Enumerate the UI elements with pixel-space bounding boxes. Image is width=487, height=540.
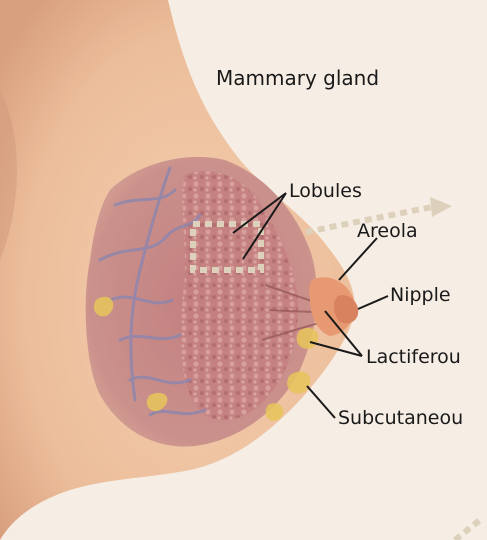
label-subcutaneous: Subcutaneou xyxy=(338,409,463,428)
label-lobules: Lobules xyxy=(289,182,362,201)
label-nipple: Nipple xyxy=(390,286,451,305)
label-areola: Areola xyxy=(357,222,418,241)
label-lactiferous: Lactiferou xyxy=(366,348,461,367)
diagram-title: Mammary gland xyxy=(216,68,379,88)
